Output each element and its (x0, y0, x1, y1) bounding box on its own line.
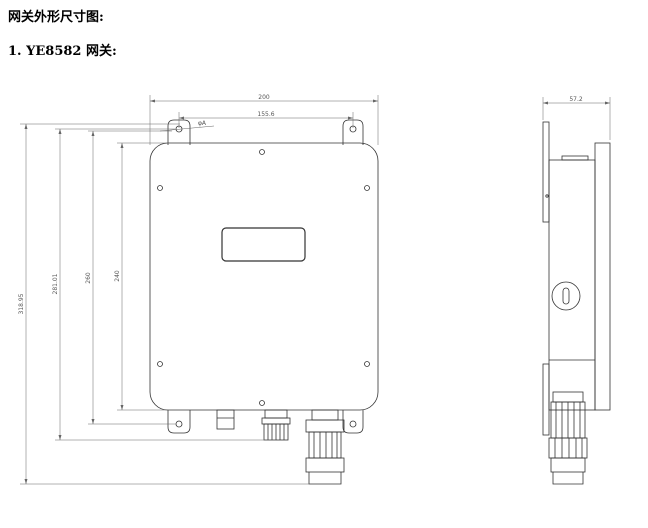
cable-gland-large (305, 409, 345, 485)
screw (364, 361, 370, 367)
page-title: 网关外形尺寸图: (8, 10, 104, 25)
dim-width-total: 200 (258, 94, 270, 101)
mount-ear-bottom-left (167, 410, 191, 434)
screw (157, 361, 163, 367)
side-body (548, 159, 596, 411)
dim-height-240: 240 (114, 270, 121, 282)
dim-depth: 57.2 (569, 96, 583, 103)
display-window (221, 227, 306, 262)
section-title: 1. YE8582 网关: (8, 44, 117, 59)
dim-hole-dia: φA (198, 120, 207, 127)
side-mount-plate-bottom (542, 363, 550, 436)
mount-ear-bottom-right (342, 410, 364, 434)
screw (259, 400, 265, 406)
cable-gland-small (261, 409, 291, 441)
dim-height-260: 260 (85, 272, 92, 284)
dim-height-281: 281.01 (52, 273, 59, 294)
side-knob (551, 281, 581, 311)
bracket (216, 409, 235, 430)
housing-outline (149, 142, 379, 411)
dim-height-total: 318.95 (18, 293, 25, 314)
screw (364, 185, 370, 191)
side-mount-plate-top (542, 121, 550, 223)
side-view (542, 121, 611, 485)
side-front-cover (594, 142, 611, 411)
dim-width-holes: 155.6 (257, 111, 274, 118)
screw (259, 149, 265, 155)
screw (157, 185, 163, 191)
